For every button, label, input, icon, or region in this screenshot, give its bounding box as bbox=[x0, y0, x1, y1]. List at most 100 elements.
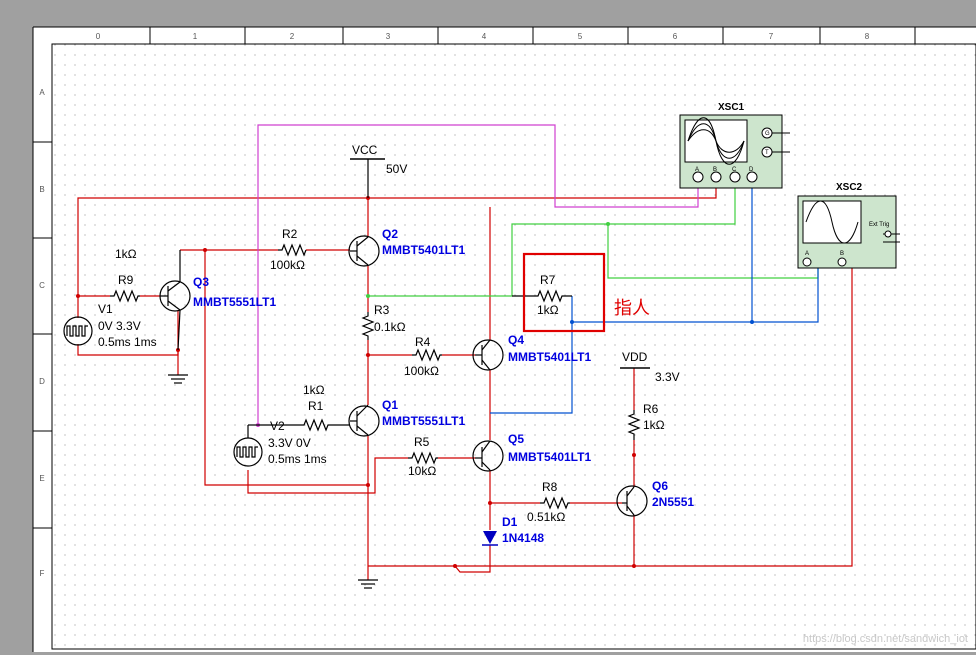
r9-value: 1kΩ bbox=[115, 247, 137, 261]
transistor-q2[interactable] bbox=[348, 235, 380, 267]
transistor-q1[interactable] bbox=[348, 404, 380, 437]
pulse-source-v2[interactable] bbox=[233, 424, 263, 467]
oscilloscope-xsc1[interactable] bbox=[679, 114, 790, 189]
r9-ref: R9 bbox=[118, 273, 134, 287]
transistor-q5[interactable] bbox=[472, 440, 504, 472]
resistor-r7[interactable] bbox=[512, 289, 572, 303]
ground-symbol bbox=[358, 579, 378, 589]
r8-ref: R8 bbox=[542, 480, 558, 494]
r1-ref: R1 bbox=[308, 399, 324, 413]
xsc2-terminal-a: A bbox=[805, 251, 809, 257]
v2-line2: 0.5ms 1ms bbox=[268, 452, 327, 466]
v1-line1: 0V 3.3V bbox=[98, 319, 141, 333]
r1-value: 1kΩ bbox=[303, 383, 325, 397]
r4-value: 100kΩ bbox=[404, 364, 439, 378]
wires-magenta bbox=[257, 124, 699, 425]
r5-ref: R5 bbox=[414, 435, 430, 449]
xsc1-side-t: T bbox=[765, 150, 769, 156]
q3-ref: Q3 bbox=[193, 275, 209, 289]
watermark: https://blog.csdn.net/sandwich_iot bbox=[803, 633, 968, 645]
r6-value: 1kΩ bbox=[643, 418, 665, 432]
q2-part: MMBT5401LT1 bbox=[382, 243, 465, 257]
ruler-col-7: 7 bbox=[769, 32, 774, 41]
junctions-blue bbox=[570, 320, 754, 324]
resistor-r5[interactable] bbox=[408, 451, 438, 465]
highlight-box bbox=[522, 252, 606, 333]
resistor-r9[interactable] bbox=[110, 289, 140, 303]
r3-ref: R3 bbox=[374, 303, 390, 317]
transistor-q3[interactable] bbox=[159, 250, 191, 351]
r4-ref: R4 bbox=[415, 335, 431, 349]
v1-ref: V1 bbox=[98, 302, 113, 316]
vcc-rail[interactable]: VCC 50V bbox=[350, 143, 407, 198]
vcc-name: VCC bbox=[352, 143, 378, 157]
r5-value: 10kΩ bbox=[408, 464, 436, 478]
q6-ref: Q6 bbox=[652, 479, 668, 493]
xsc2-terminal-b: B bbox=[840, 251, 844, 257]
r2-value: 100kΩ bbox=[270, 258, 305, 272]
d1-ref: D1 bbox=[502, 515, 518, 529]
q1-part: MMBT5551LT1 bbox=[382, 414, 465, 428]
resistor-r2[interactable] bbox=[278, 243, 307, 257]
transistor-q6[interactable] bbox=[616, 485, 648, 517]
ruler-col-1: 1 bbox=[193, 32, 198, 41]
v2-ref: V2 bbox=[270, 419, 285, 433]
xsc1-terminal-a: A bbox=[695, 167, 699, 173]
resistor-r8[interactable] bbox=[540, 496, 570, 510]
vdd-rail[interactable]: VDD 3.3V bbox=[620, 350, 680, 384]
wires-blue bbox=[490, 185, 819, 414]
q5-part: MMBT5401LT1 bbox=[508, 450, 591, 464]
resistor-r3[interactable] bbox=[361, 312, 375, 340]
r8-value: 0.51kΩ bbox=[527, 510, 565, 524]
ruler-row-f: F bbox=[40, 569, 45, 578]
top-ruler: 0 1 2 3 4 5 6 7 8 bbox=[52, 27, 976, 45]
ruler-col-3: 3 bbox=[386, 32, 391, 41]
vdd-value: 3.3V bbox=[655, 370, 680, 384]
wires-red bbox=[77, 185, 853, 580]
r7-ref: R7 bbox=[540, 273, 556, 287]
ruler-row-c: C bbox=[39, 281, 45, 290]
r7-value: 1kΩ bbox=[537, 303, 559, 317]
ruler-col-6: 6 bbox=[673, 32, 678, 41]
xsc2-ref: XSC2 bbox=[836, 182, 863, 193]
ruler-col-4: 4 bbox=[482, 32, 487, 41]
diode-d1[interactable] bbox=[482, 531, 498, 546]
q1-ref: Q1 bbox=[382, 398, 398, 412]
ruler-col-5: 5 bbox=[578, 32, 583, 41]
q4-ref: Q4 bbox=[508, 333, 524, 347]
xsc1-terminal-d: D bbox=[749, 167, 754, 173]
ruler-row-e: E bbox=[39, 474, 44, 483]
ruler-row-b: B bbox=[39, 185, 44, 194]
vcc-value: 50V bbox=[386, 162, 407, 176]
ruler-col-8: 8 bbox=[865, 32, 870, 41]
xsc1-terminal-b: B bbox=[713, 167, 717, 173]
r3-value: 0.1kΩ bbox=[374, 320, 406, 334]
v2-line1: 3.3V 0V bbox=[268, 436, 311, 450]
vdd-name: VDD bbox=[622, 350, 648, 364]
v1-line2: 0.5ms 1ms bbox=[98, 335, 157, 349]
ruler-col-0: 0 bbox=[96, 32, 101, 41]
q3-part: MMBT5551LT1 bbox=[193, 295, 276, 309]
ruler-row-a: A bbox=[39, 88, 45, 97]
resistor-r4[interactable] bbox=[412, 348, 442, 362]
resistor-r1[interactable] bbox=[258, 418, 350, 432]
xsc2-ext-trig: Ext Trig bbox=[869, 222, 889, 228]
xsc1-side-g: G bbox=[765, 131, 770, 137]
left-ruler: A B C D E F bbox=[33, 88, 52, 578]
transistor-q4[interactable] bbox=[472, 339, 504, 371]
ruler-col-2: 2 bbox=[290, 32, 295, 41]
r2-ref: R2 bbox=[282, 227, 298, 241]
oscilloscope-xsc2[interactable] bbox=[797, 195, 900, 269]
pulse-source-v1[interactable] bbox=[63, 316, 93, 346]
q2-ref: Q2 bbox=[382, 227, 398, 241]
sheet-grid bbox=[52, 44, 976, 649]
ruler-row-d: D bbox=[39, 377, 45, 386]
q5-ref: Q5 bbox=[508, 432, 524, 446]
resistor-r6[interactable] bbox=[627, 410, 641, 440]
annotation-label: 指人 bbox=[614, 298, 650, 318]
q4-part: MMBT5401LT1 bbox=[508, 350, 591, 364]
d1-part: 1N4148 bbox=[502, 531, 544, 545]
junctions-green bbox=[366, 222, 610, 298]
r6-ref: R6 bbox=[643, 402, 659, 416]
